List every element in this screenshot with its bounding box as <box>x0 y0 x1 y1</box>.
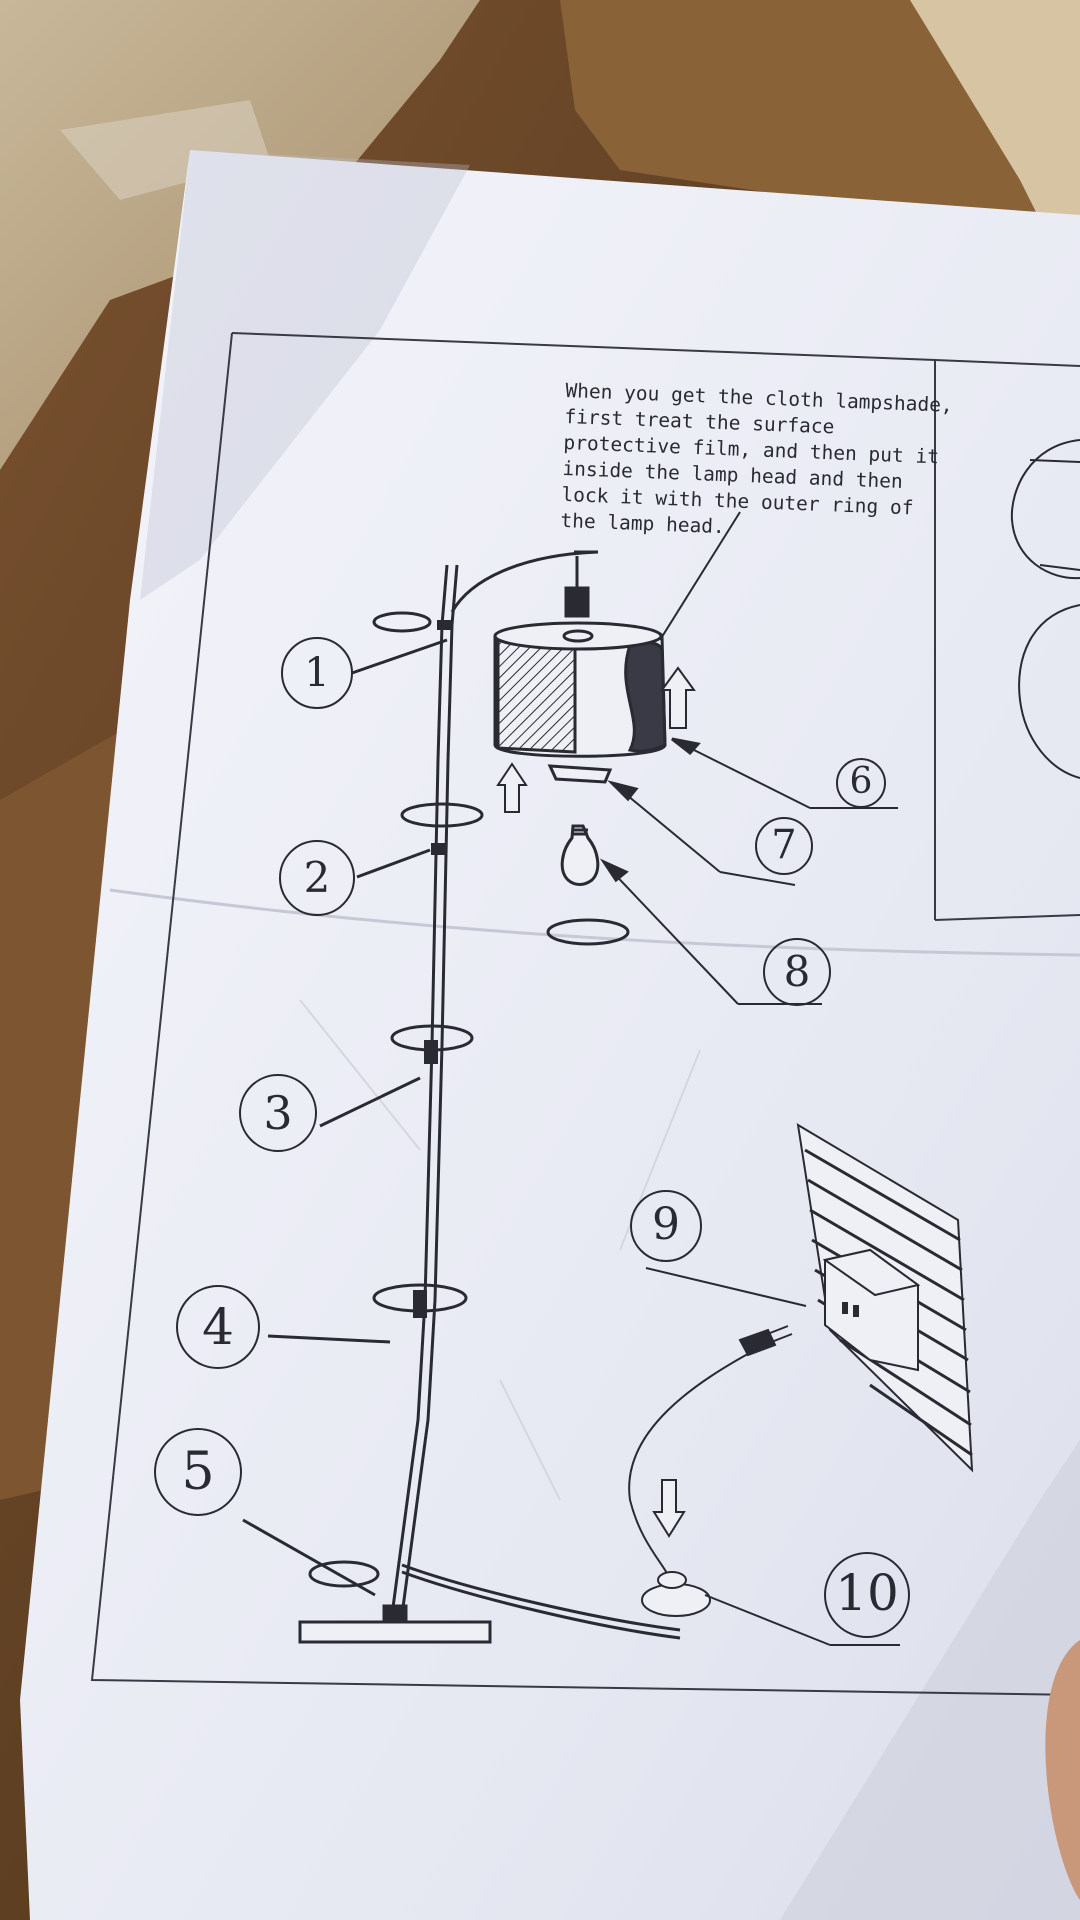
step-number-9: 9 <box>652 1199 680 1250</box>
step-number-2: 2 <box>303 853 331 902</box>
wall-outlet-diagram <box>628 1123 974 1646</box>
step-number-3: 3 <box>263 1086 293 1140</box>
step-number-4: 4 <box>202 1298 234 1356</box>
step-circles <box>154 637 910 1638</box>
step-number-10: 10 <box>835 1564 899 1622</box>
lamp-pole-diagram <box>242 550 681 1644</box>
lampshade-diagram <box>493 511 898 1005</box>
step-number-5: 5 <box>181 1442 215 1502</box>
partial-lampshade-sketch <box>1010 439 1080 779</box>
instruction-text: When you get the cloth lampshade, first … <box>560 378 953 548</box>
step-number-6: 6 <box>849 761 873 802</box>
step-number-1: 1 <box>304 650 330 696</box>
step-number-7: 7 <box>771 822 797 868</box>
step-number-8: 8 <box>783 947 811 996</box>
instruction-sheet <box>20 150 1080 1920</box>
thumb <box>1045 1640 1080 1900</box>
